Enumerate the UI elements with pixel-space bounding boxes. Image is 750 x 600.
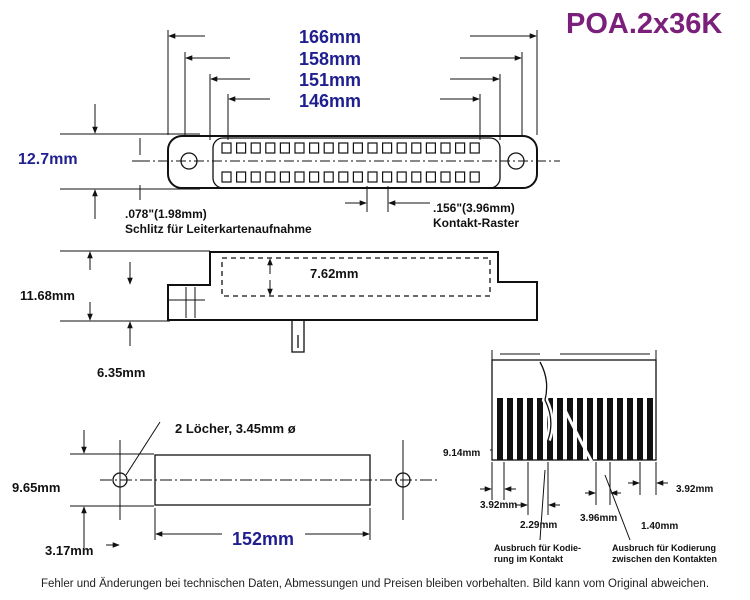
contact-finger: [517, 398, 523, 460]
contact-finger: [507, 398, 513, 460]
contact-pad: [382, 142, 393, 154]
detail-note2-line1: Ausbruch für Kodierung: [612, 543, 716, 553]
product-title: POA.2x36K: [566, 8, 723, 40]
contact-finger: [607, 398, 613, 460]
contact-pad: [338, 142, 349, 154]
contact-pad: [396, 171, 407, 183]
contact-finger: [527, 398, 533, 460]
contact-pad: [309, 171, 320, 183]
contact-pad: [367, 171, 378, 183]
contact-row: [221, 142, 480, 183]
contact-pad: [469, 142, 480, 154]
contact-finger: [537, 398, 543, 460]
slot-label: Schlitz für Leiterkartenaufnahme: [125, 222, 312, 236]
contact-pad: [279, 142, 290, 154]
contact-pad: [382, 171, 393, 183]
contact-pad: [236, 142, 247, 154]
contact-pad: [221, 142, 232, 154]
detail-note2-line2: zwischen den Kontakten: [612, 554, 717, 564]
detail-note1-line2: rung im Kontakt: [494, 554, 563, 564]
contact-pad: [425, 171, 436, 183]
contact-finger: [627, 398, 633, 460]
contact-finger: [587, 398, 593, 460]
contact-pad: [455, 171, 466, 183]
contact-finger: [647, 398, 653, 460]
contact-pad: [294, 142, 305, 154]
slot-dimension: .078"(1.98mm): [125, 207, 207, 221]
pitch-label: Kontakt-Raster: [433, 216, 519, 230]
contact-pad: [250, 171, 261, 183]
contact-pad: [265, 171, 276, 183]
contact-finger: [557, 398, 563, 460]
left-hole-icon: [180, 152, 198, 170]
contact-finger: [597, 398, 603, 460]
contact-pad: [323, 142, 334, 154]
width-151: 151mm: [299, 70, 361, 90]
side-view: 11.68mm 7.62mm 6.35mm: [20, 250, 538, 380]
contact-pad: [323, 171, 334, 183]
bottom-height: 9.65mm: [12, 480, 60, 495]
contact-pad: [352, 142, 363, 154]
contact-pad: [279, 171, 290, 183]
contact-pad: [440, 171, 451, 183]
detail-d6: 1.40mm: [641, 521, 678, 532]
contact-pad: [411, 171, 422, 183]
disclaimer-footer: Fehler und Änderungen bei technischen Da…: [40, 578, 710, 590]
detail-d2: 3.92mm: [480, 500, 517, 511]
contact-finger: [637, 398, 643, 460]
depth-dimension: 7.62mm: [310, 266, 358, 281]
contact-finger: [577, 398, 583, 460]
detail-d4: 2.29mm: [520, 520, 557, 531]
contact-pad: [455, 142, 466, 154]
contact-pad: [411, 142, 422, 154]
contact-pad: [338, 171, 349, 183]
right-hole-icon: [507, 152, 525, 170]
contact-pad: [236, 171, 247, 183]
bottom-length: 152mm: [232, 529, 294, 549]
width-158: 158mm: [299, 49, 361, 69]
contact-pad: [265, 142, 276, 154]
contact-pad: [396, 142, 407, 154]
contact-finger: [567, 398, 573, 460]
contact-finger: [497, 398, 503, 460]
side-height: 11.68mm: [20, 288, 75, 303]
contact-pad: [294, 171, 305, 183]
width-146: 146mm: [299, 91, 361, 111]
height-dimension: 12.7mm: [18, 151, 78, 168]
detail-d1: 9.14mm: [443, 448, 480, 459]
contact-pad: [440, 142, 451, 154]
detail-note1-line1: Ausbruch für Kodie-: [494, 543, 581, 553]
detail-d3: 3.92mm: [676, 484, 713, 495]
top-view: 166mm 158mm 151mm 146mm 12.7mm .078"(1.9…: [18, 27, 560, 236]
detail-view: 9.14mm 3.92mm 3.92mm 2.29mm 3.96mm 1.40m…: [443, 350, 717, 564]
contact-finger: [617, 398, 623, 460]
contact-pad: [425, 142, 436, 154]
pin-dimension: 6.35mm: [97, 365, 145, 380]
contact-pad: [250, 142, 261, 154]
width-166: 166mm: [299, 27, 361, 47]
contact-pad: [367, 142, 378, 154]
contact-pad: [469, 171, 480, 183]
detail-d5: 3.96mm: [580, 513, 617, 524]
bottom-offset: 3.17mm: [45, 543, 93, 558]
holes-label: 2 Löcher, 3.45mm ø: [175, 421, 296, 436]
contact-pad: [221, 171, 232, 183]
contact-pad: [352, 171, 363, 183]
pitch-dimension: .156"(3.96mm): [433, 201, 515, 215]
bottom-view: 2 Löcher, 3.45mm ø 9.65mm 3.17mm 152mm: [12, 421, 440, 558]
pin: [291, 319, 305, 353]
contact-pad: [309, 142, 320, 154]
